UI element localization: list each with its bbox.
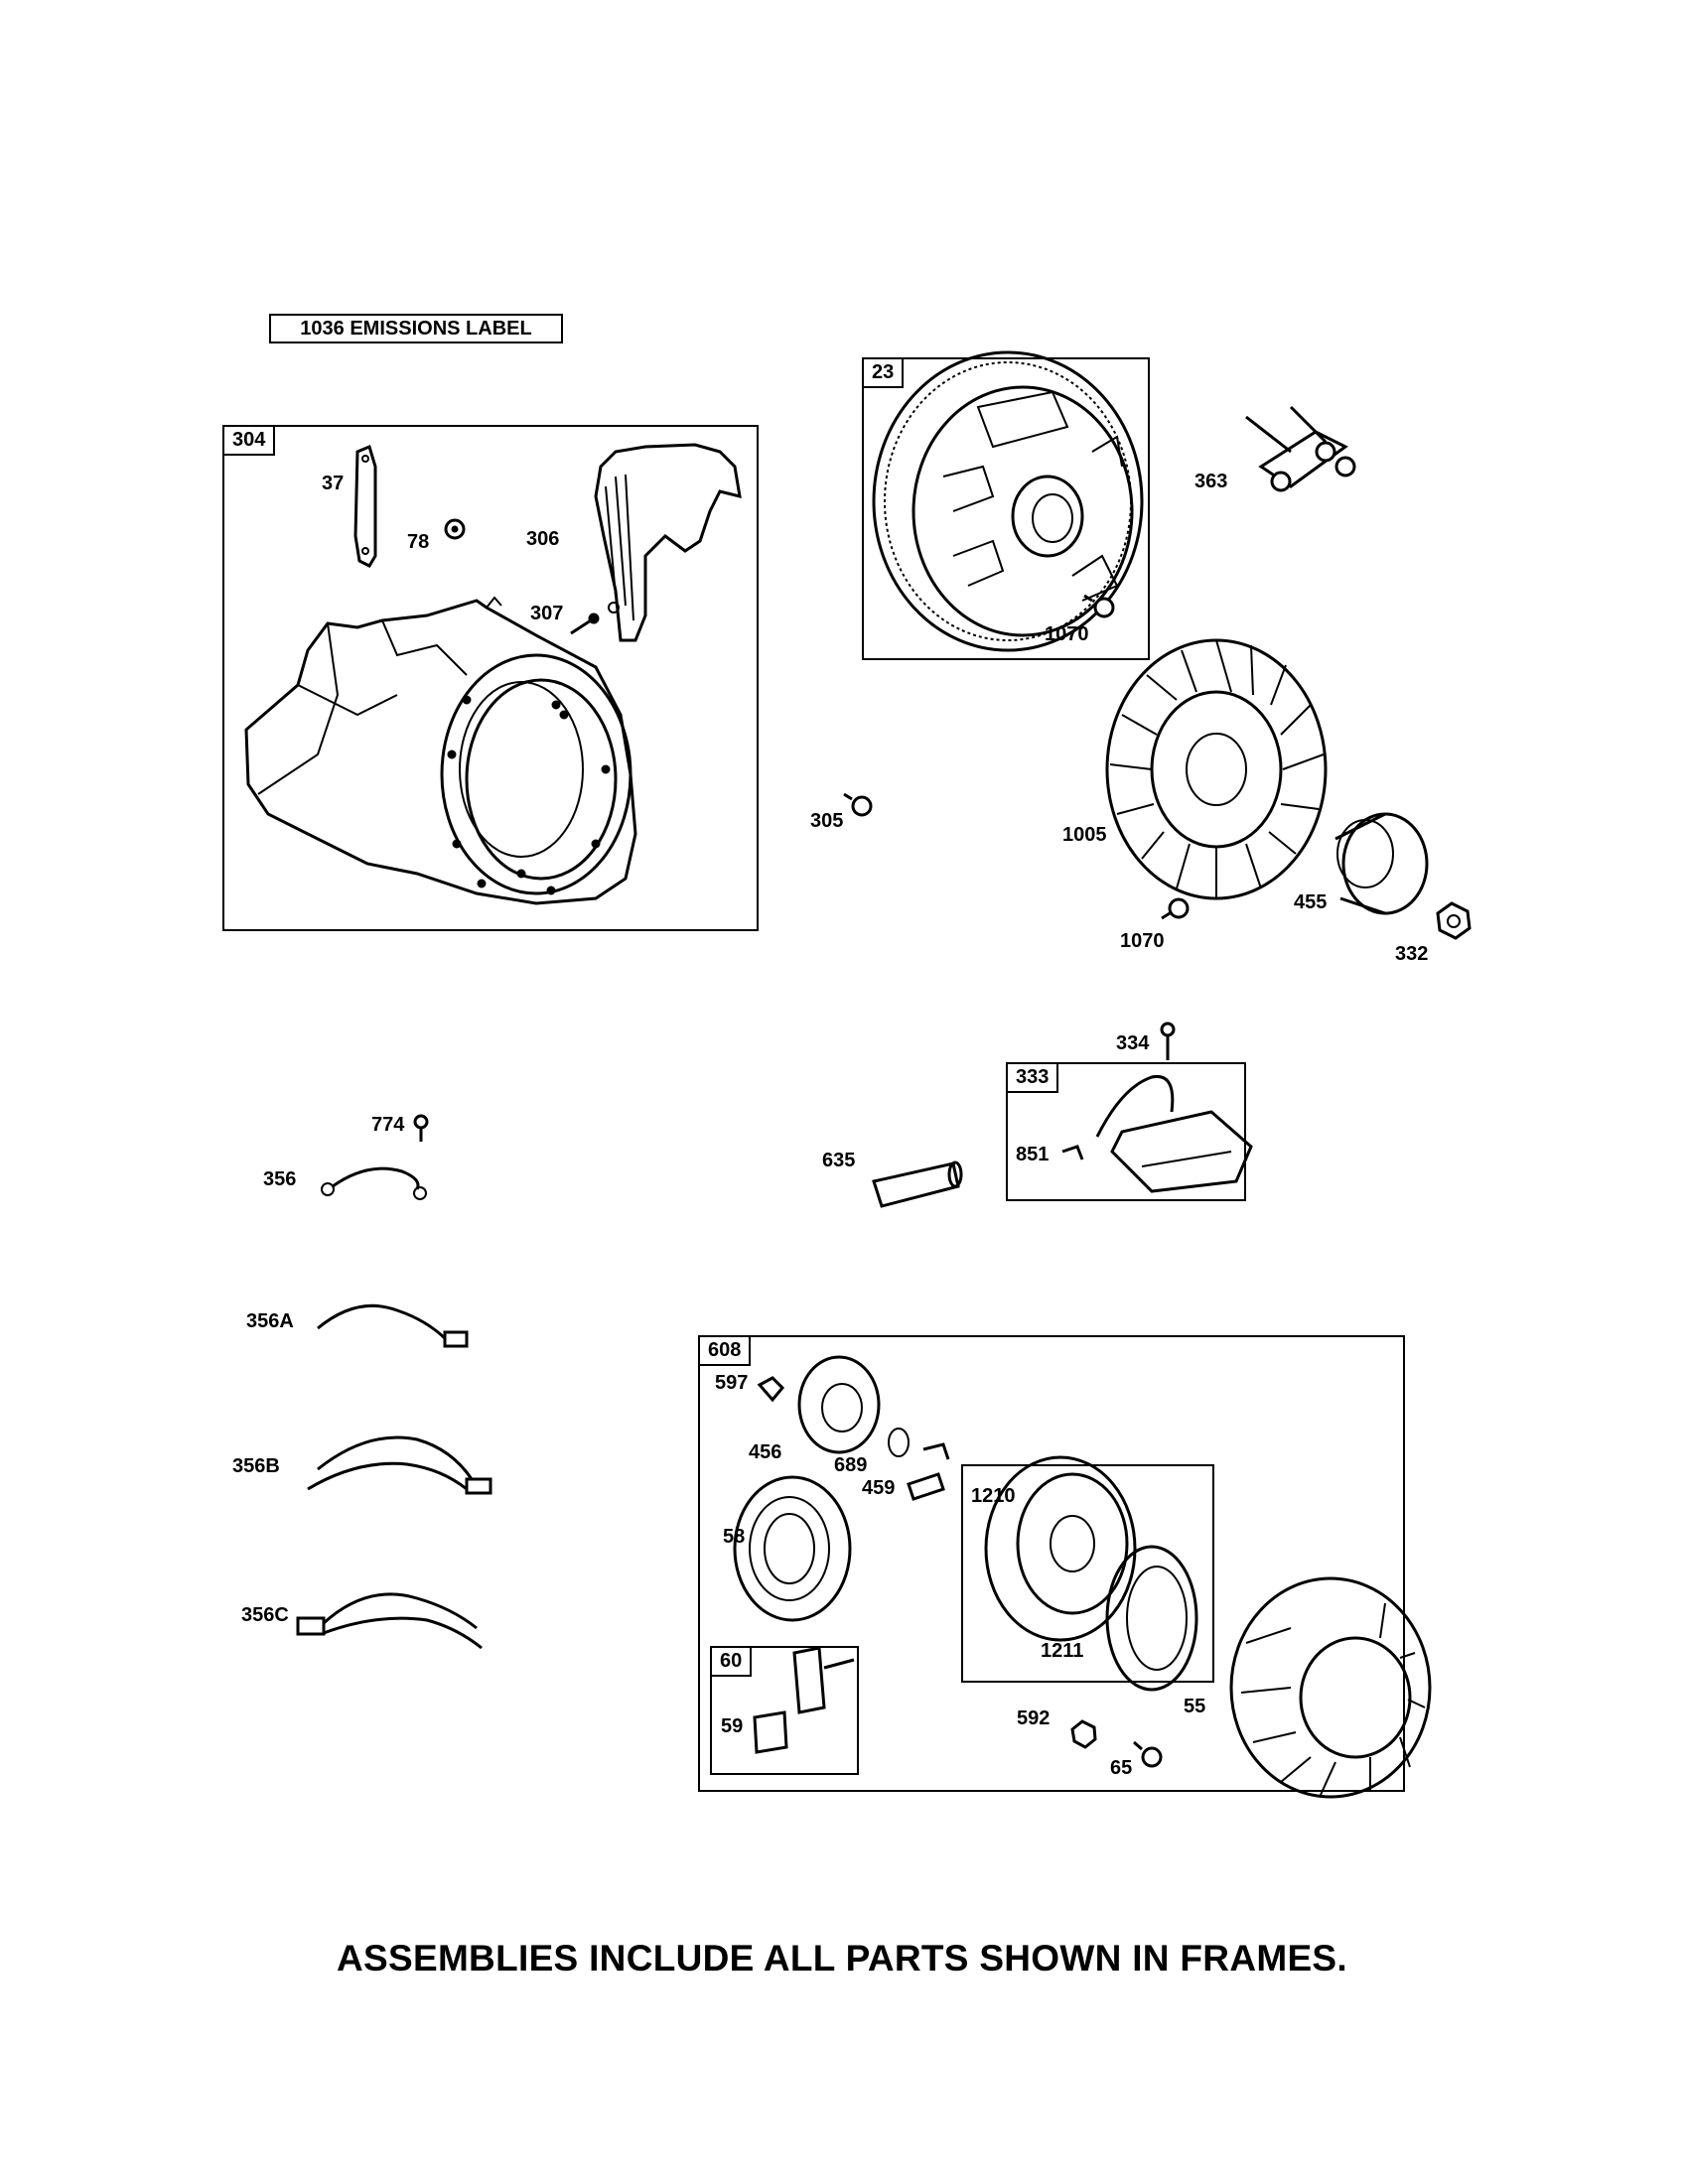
part-label-456: 456 <box>749 1441 782 1463</box>
part-label-306: 306 <box>526 528 560 550</box>
frame-23: 23 <box>862 357 1150 660</box>
part-label-1070-a: 1070 <box>1045 623 1089 645</box>
frame-608-number: 608 <box>698 1335 752 1366</box>
part-label-305: 305 <box>810 810 844 832</box>
bracket-37-drawing <box>353 444 377 568</box>
cup-455-drawing <box>1334 812 1429 915</box>
starter-parts-drawing <box>733 1355 1432 1799</box>
part-label-356A: 356A <box>246 1310 294 1332</box>
part-label-78: 78 <box>407 531 430 553</box>
part-label-58: 58 <box>723 1526 746 1548</box>
armature-333-drawing <box>1061 1074 1253 1193</box>
screw-307-drawing <box>570 613 600 635</box>
frame-304: 304 <box>222 425 759 931</box>
part-label-851: 851 <box>1016 1144 1050 1165</box>
tube-635-drawing <box>872 1160 963 1208</box>
frame-304-number: 304 <box>222 425 276 456</box>
part-label-597: 597 <box>715 1372 749 1394</box>
fan-1005-drawing <box>1105 638 1328 900</box>
frame-60: 60 <box>710 1646 859 1775</box>
wire-356A-drawing <box>317 1303 469 1348</box>
part-label-356B: 356B <box>232 1455 280 1477</box>
frame-333: 333 <box>1006 1062 1246 1201</box>
part-label-1070-b: 1070 <box>1120 930 1165 952</box>
part-label-689: 689 <box>834 1454 868 1476</box>
frame-608: 608 <box>698 1335 1405 1792</box>
bracket-363-drawing <box>1245 405 1356 492</box>
part-label-592: 592 <box>1017 1707 1051 1729</box>
part-label-307: 307 <box>530 603 564 624</box>
part-label-1211: 1211 <box>1041 1640 1084 1662</box>
flywheel-drawing <box>872 350 1144 652</box>
part-label-59: 59 <box>721 1715 744 1737</box>
shroud-306-drawing <box>594 443 742 642</box>
screw-1070b-drawing <box>1161 897 1190 920</box>
frame-60-number: 60 <box>710 1646 753 1677</box>
part-label-356C: 356C <box>241 1604 289 1626</box>
part-label-363: 363 <box>1194 471 1228 492</box>
wire-356B-drawing <box>307 1435 492 1495</box>
part-label-55: 55 <box>1184 1696 1206 1717</box>
frame-333-number: 333 <box>1006 1062 1059 1093</box>
wire-356-drawing <box>321 1166 427 1200</box>
part-label-459: 459 <box>862 1477 896 1499</box>
blower-housing-drawing <box>244 596 637 905</box>
part-label-356: 356 <box>263 1168 297 1190</box>
screw-774-drawing <box>413 1114 429 1142</box>
assemblies-note: ASSEMBLIES INCLUDE ALL PARTS SHOWN IN FR… <box>336 1938 1347 1979</box>
nut-78-drawing <box>444 518 466 540</box>
part-label-65: 65 <box>1110 1757 1133 1779</box>
part-label-334: 334 <box>1116 1032 1150 1054</box>
part-label-332: 332 <box>1395 943 1429 965</box>
screw-305-drawing <box>843 792 873 817</box>
emissions-label-box: 1036 EMISSIONS LABEL <box>269 314 563 343</box>
part-label-37: 37 <box>322 473 345 494</box>
frame-23-number: 23 <box>862 357 905 388</box>
part-label-455: 455 <box>1294 891 1328 913</box>
part-label-774: 774 <box>371 1114 405 1136</box>
nut-332-drawing <box>1436 901 1472 940</box>
screw-1070a-drawing <box>1083 594 1115 618</box>
frame-1210-group <box>961 1464 1214 1683</box>
part-label-1210: 1210 <box>971 1485 1016 1507</box>
part-label-635: 635 <box>822 1150 856 1171</box>
wire-356C-drawing <box>296 1592 483 1650</box>
screw-334-drawing <box>1160 1022 1176 1060</box>
part-label-1005: 1005 <box>1062 824 1107 846</box>
